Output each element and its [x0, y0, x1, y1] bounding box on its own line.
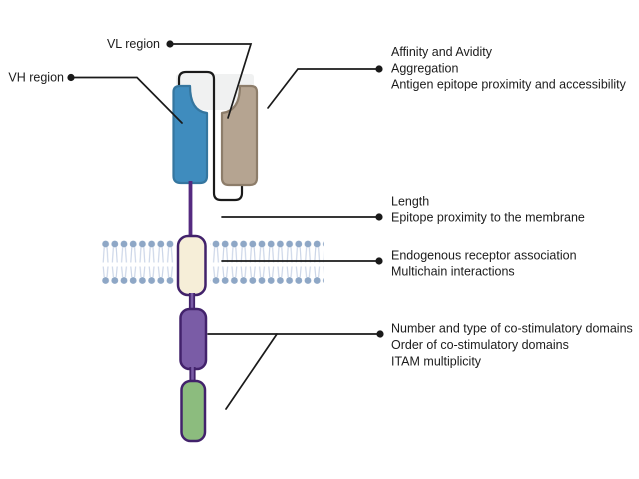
lipid-bilayer-left: [101, 239, 174, 285]
signaling-domain-shape: [180, 379, 207, 443]
annotation-membrane-line-2: Multichain interactions: [391, 265, 515, 279]
leader-dot-membrane: [375, 257, 383, 265]
annotation-hinge-line-2: Epitope proximity to the membrane: [391, 211, 585, 225]
annotation-hinge: Length Epitope proximity to the membrane: [391, 195, 585, 225]
leader-dot-vl: [166, 40, 174, 48]
annotation-signaling-line-3: ITAM multiplicity: [391, 355, 482, 369]
lipid-bilayer-right: [210, 239, 324, 285]
annotation-binding-line-1: Affinity and Avidity: [391, 45, 493, 59]
costimulatory-domain-shape: [179, 307, 208, 371]
leader-dot-hinge: [375, 213, 383, 221]
annotation-binding: Affinity and Avidity Aggregation Antigen…: [391, 45, 627, 92]
leader-dot-binding: [375, 65, 383, 73]
annotation-binding-line-3: Antigen epitope proximity and accessibil…: [391, 78, 627, 92]
annotation-signaling-line-1: Number and type of co-stimulatory domain…: [391, 322, 633, 336]
scfv-linker-loop: [177, 70, 244, 202]
vh-region-label: VH region: [8, 71, 64, 85]
annotation-membrane-line-1: Endogenous receptor association: [391, 249, 577, 263]
leader-dots: [67, 40, 384, 338]
leader-dot-signaling: [376, 330, 384, 338]
leader-dot-vh: [67, 73, 75, 82]
transmembrane-domain-shape: [176, 234, 207, 297]
vh-domain-shape: [172, 84, 209, 185]
vh-leader-line: [70, 76, 183, 124]
signaling-leader-branch: [225, 333, 278, 410]
vl-leader-line: [169, 43, 253, 119]
annotation-signaling-line-2: Order of co-stimulatory domains: [391, 338, 569, 352]
binding-leader-line: [267, 68, 380, 109]
leader-lines: [70, 43, 381, 410]
lipid-bilayer: [101, 239, 324, 285]
annotation-binding-line-2: Aggregation: [391, 62, 458, 76]
vl-region-label: VL region: [107, 37, 160, 51]
annotation-signaling: Number and type of co-stimulatory domain…: [391, 322, 633, 369]
annotation-hinge-line-1: Length: [391, 195, 429, 209]
annotation-membrane: Endogenous receptor association Multicha…: [391, 249, 577, 279]
